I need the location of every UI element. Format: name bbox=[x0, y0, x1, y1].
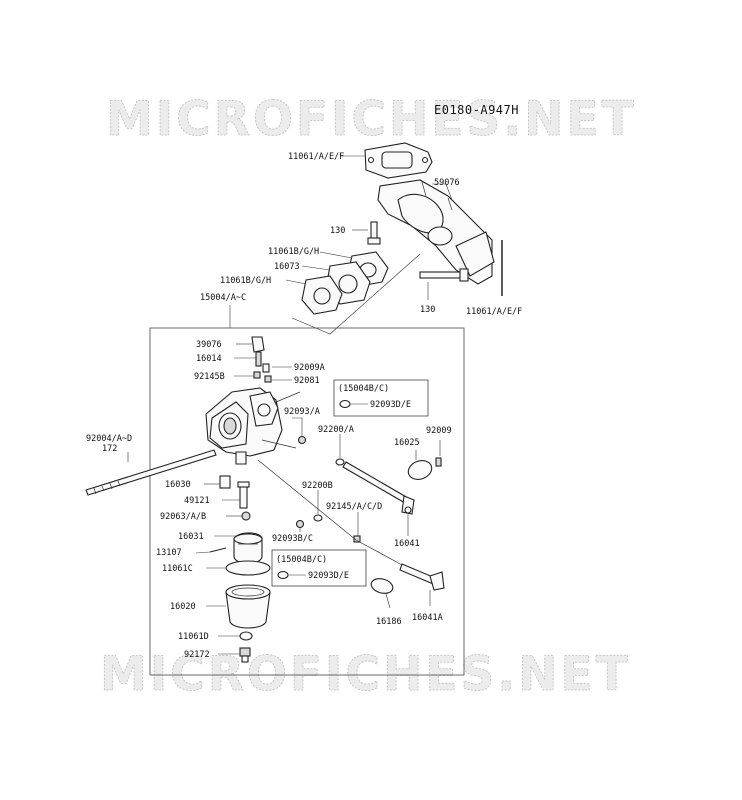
emulsion-tube-icon bbox=[237, 481, 250, 509]
o-ring-icon bbox=[295, 519, 305, 529]
label-92200a: 92200/A bbox=[318, 425, 354, 435]
float-bowl-icon bbox=[225, 584, 271, 629]
fitting-icon bbox=[251, 336, 265, 353]
label-92200b: 92200B bbox=[302, 481, 333, 491]
leader-16073 bbox=[301, 265, 331, 271]
label-92009a: 92009A bbox=[294, 363, 325, 373]
bolt-icon bbox=[419, 268, 469, 282]
o-ring-icon bbox=[241, 511, 251, 521]
label-16031: 16031 bbox=[178, 532, 204, 542]
float-icon bbox=[233, 532, 263, 565]
label-16073: 16073 bbox=[274, 262, 300, 272]
label-130-a: 130 bbox=[330, 226, 345, 236]
diagram-code: E0180-A947H bbox=[434, 103, 519, 117]
throttle-plate-icon bbox=[407, 460, 433, 480]
label-59076: 59076 bbox=[434, 178, 460, 188]
label-11061-aef-top: 11061/A/E/F bbox=[288, 152, 344, 162]
manifold-gasket-icon bbox=[301, 275, 343, 315]
label-92063ab: 92063/A/B bbox=[160, 512, 206, 522]
label-11061bgh-2: 11061B/G/H bbox=[220, 276, 271, 286]
stud-bolt-icon bbox=[85, 449, 217, 496]
bowl-gasket-icon bbox=[225, 560, 271, 576]
spring-icon bbox=[353, 535, 361, 543]
kit-box-1 bbox=[333, 379, 429, 417]
washer-icon bbox=[335, 458, 345, 466]
carburetor-icon bbox=[205, 387, 301, 465]
jet-icon bbox=[219, 475, 231, 489]
label-16025: 16025 bbox=[394, 438, 420, 448]
o-ring-icon bbox=[297, 435, 307, 445]
carburetor-assembly-box bbox=[149, 327, 465, 676]
label-15004ac: 15004/A~C bbox=[200, 293, 246, 303]
choke-plate-icon bbox=[370, 578, 394, 594]
choke-shaft-icon bbox=[257, 459, 445, 591]
drain-gasket-icon bbox=[239, 631, 253, 641]
watermark-bottom: MICROFICHES.NET bbox=[100, 647, 631, 702]
screw-icon bbox=[262, 363, 270, 373]
o-ring-icon bbox=[339, 399, 351, 409]
label-130-b: 130 bbox=[420, 305, 435, 315]
label-92093a: 92093/A bbox=[284, 407, 320, 417]
label-11061-aef-side: 11061/A/E/F bbox=[466, 307, 522, 317]
label-16030: 16030 bbox=[165, 480, 191, 490]
label-16020: 16020 bbox=[170, 602, 196, 612]
kit-box-2 bbox=[271, 549, 367, 587]
o-ring-icon bbox=[277, 570, 289, 580]
leader-92093a bbox=[292, 417, 303, 436]
label-16041: 16041 bbox=[394, 539, 420, 549]
label-92081: 92081 bbox=[294, 376, 320, 386]
bolt-icon bbox=[239, 647, 251, 663]
kit2-title: (15004B/C) bbox=[276, 555, 327, 565]
kit1-title: (15004B/C) bbox=[338, 384, 389, 394]
screw-icon bbox=[435, 457, 442, 467]
manifold-gasket-icon bbox=[364, 142, 433, 179]
leader-13107 bbox=[195, 551, 211, 554]
float-pin-icon bbox=[209, 547, 227, 553]
label-11061bgh-1: 11061B/G/H bbox=[268, 247, 319, 257]
label-16014: 16014 bbox=[196, 354, 222, 364]
throttle-shaft-icon bbox=[342, 461, 415, 515]
label-39076: 39076 bbox=[196, 340, 222, 350]
spring-icon bbox=[264, 375, 272, 383]
label-92009: 92009 bbox=[426, 426, 452, 436]
leader-11061bgh-1 bbox=[319, 251, 353, 259]
label-92004: 92004/A~D bbox=[86, 434, 132, 444]
label-16186: 16186 bbox=[376, 617, 402, 627]
jet-icon bbox=[255, 351, 262, 367]
label-11061d: 11061D bbox=[178, 632, 209, 642]
label-92145acd: 92145/A/C/D bbox=[326, 502, 382, 512]
bolt-icon bbox=[367, 221, 381, 245]
label-92145b: 92145B bbox=[194, 372, 225, 382]
label-16041a: 16041A bbox=[412, 613, 443, 623]
intake-manifold-icon bbox=[377, 179, 495, 285]
alignment-line bbox=[291, 253, 421, 335]
label-13107: 13107 bbox=[156, 548, 182, 558]
washer-icon bbox=[313, 514, 323, 522]
kit1-item: 92093D/E bbox=[370, 400, 411, 410]
leader-59076 bbox=[432, 183, 453, 201]
spring-icon bbox=[253, 371, 261, 379]
kit2-item: 92093D/E bbox=[308, 571, 349, 581]
watermark-top: MICROFICHES.NET bbox=[106, 92, 637, 147]
label-92093bc: 92093B/C bbox=[272, 534, 313, 544]
leader-16186 bbox=[385, 593, 391, 609]
label-49121: 49121 bbox=[184, 496, 210, 506]
label-11061c: 11061C bbox=[162, 564, 193, 574]
leader-11061bgh-2 bbox=[285, 279, 307, 285]
label-172: 172 bbox=[102, 444, 117, 454]
label-92172: 92172 bbox=[184, 650, 210, 660]
